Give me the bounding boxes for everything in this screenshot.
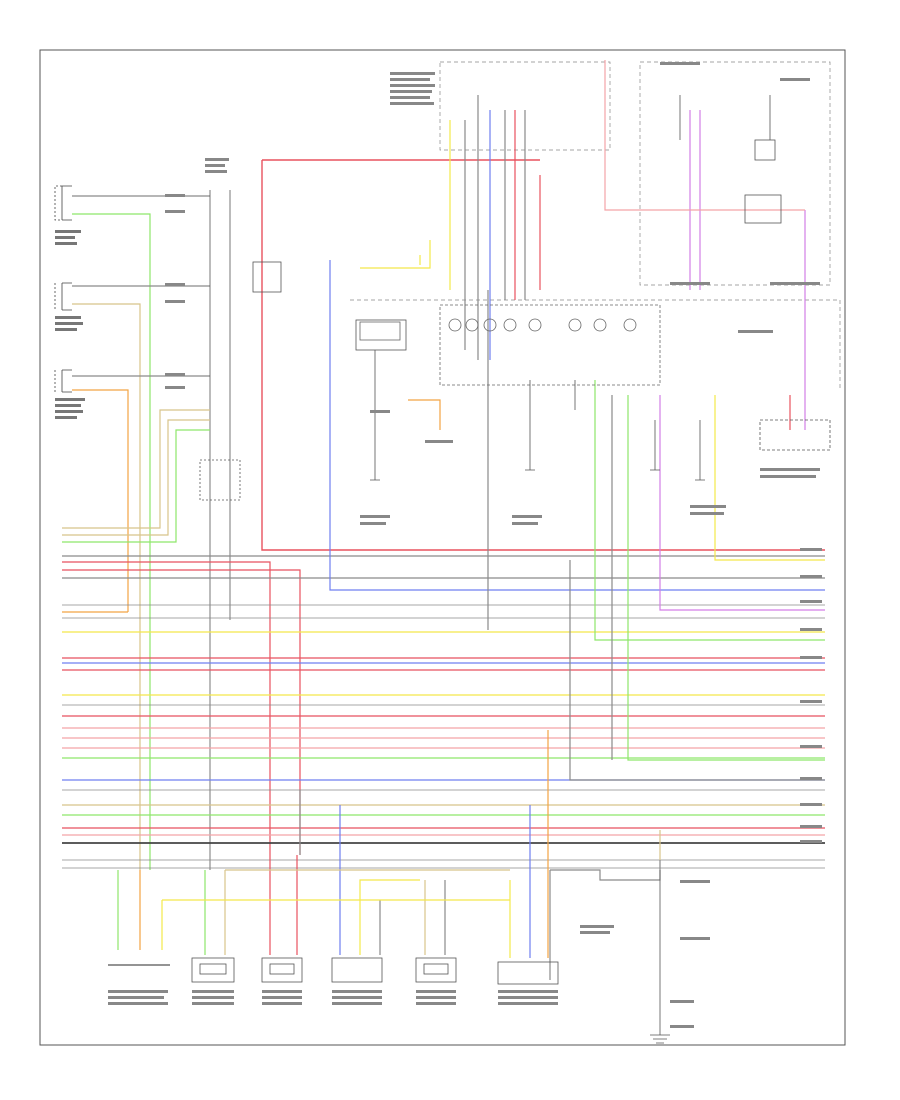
wire-red-loop xyxy=(261,159,825,551)
knock-sensor-2 xyxy=(54,282,72,311)
top-center-connector xyxy=(449,95,526,360)
bottom-cross-wires xyxy=(162,790,661,901)
sensor-bottom-5 xyxy=(415,880,457,983)
sensor-bottom-6 xyxy=(497,730,559,985)
ground-lower-right xyxy=(650,830,670,1044)
sensor-bottom-3 xyxy=(261,855,303,983)
junction-block xyxy=(350,61,841,390)
ecm-connector-column xyxy=(199,190,241,870)
illegible-labels xyxy=(108,62,822,1028)
combination-meter xyxy=(359,304,661,386)
knock-sensor-3 xyxy=(54,369,72,393)
mid-sensors xyxy=(525,380,831,481)
wire-orange-mid xyxy=(408,399,441,430)
junction-relay-left xyxy=(252,261,407,481)
right-vertical-wires xyxy=(329,60,825,980)
sensor-labels-left xyxy=(55,230,85,419)
sensor-bottom-2 xyxy=(191,870,235,983)
sensor-bottom-4 xyxy=(331,805,383,983)
sensor-wires xyxy=(62,195,210,870)
knock-sensor-1 xyxy=(54,185,72,221)
harness-bundle xyxy=(62,409,825,869)
diagram-border xyxy=(39,49,846,1046)
sensor-bottom-1 xyxy=(108,870,170,966)
relay-top-right xyxy=(679,95,782,224)
